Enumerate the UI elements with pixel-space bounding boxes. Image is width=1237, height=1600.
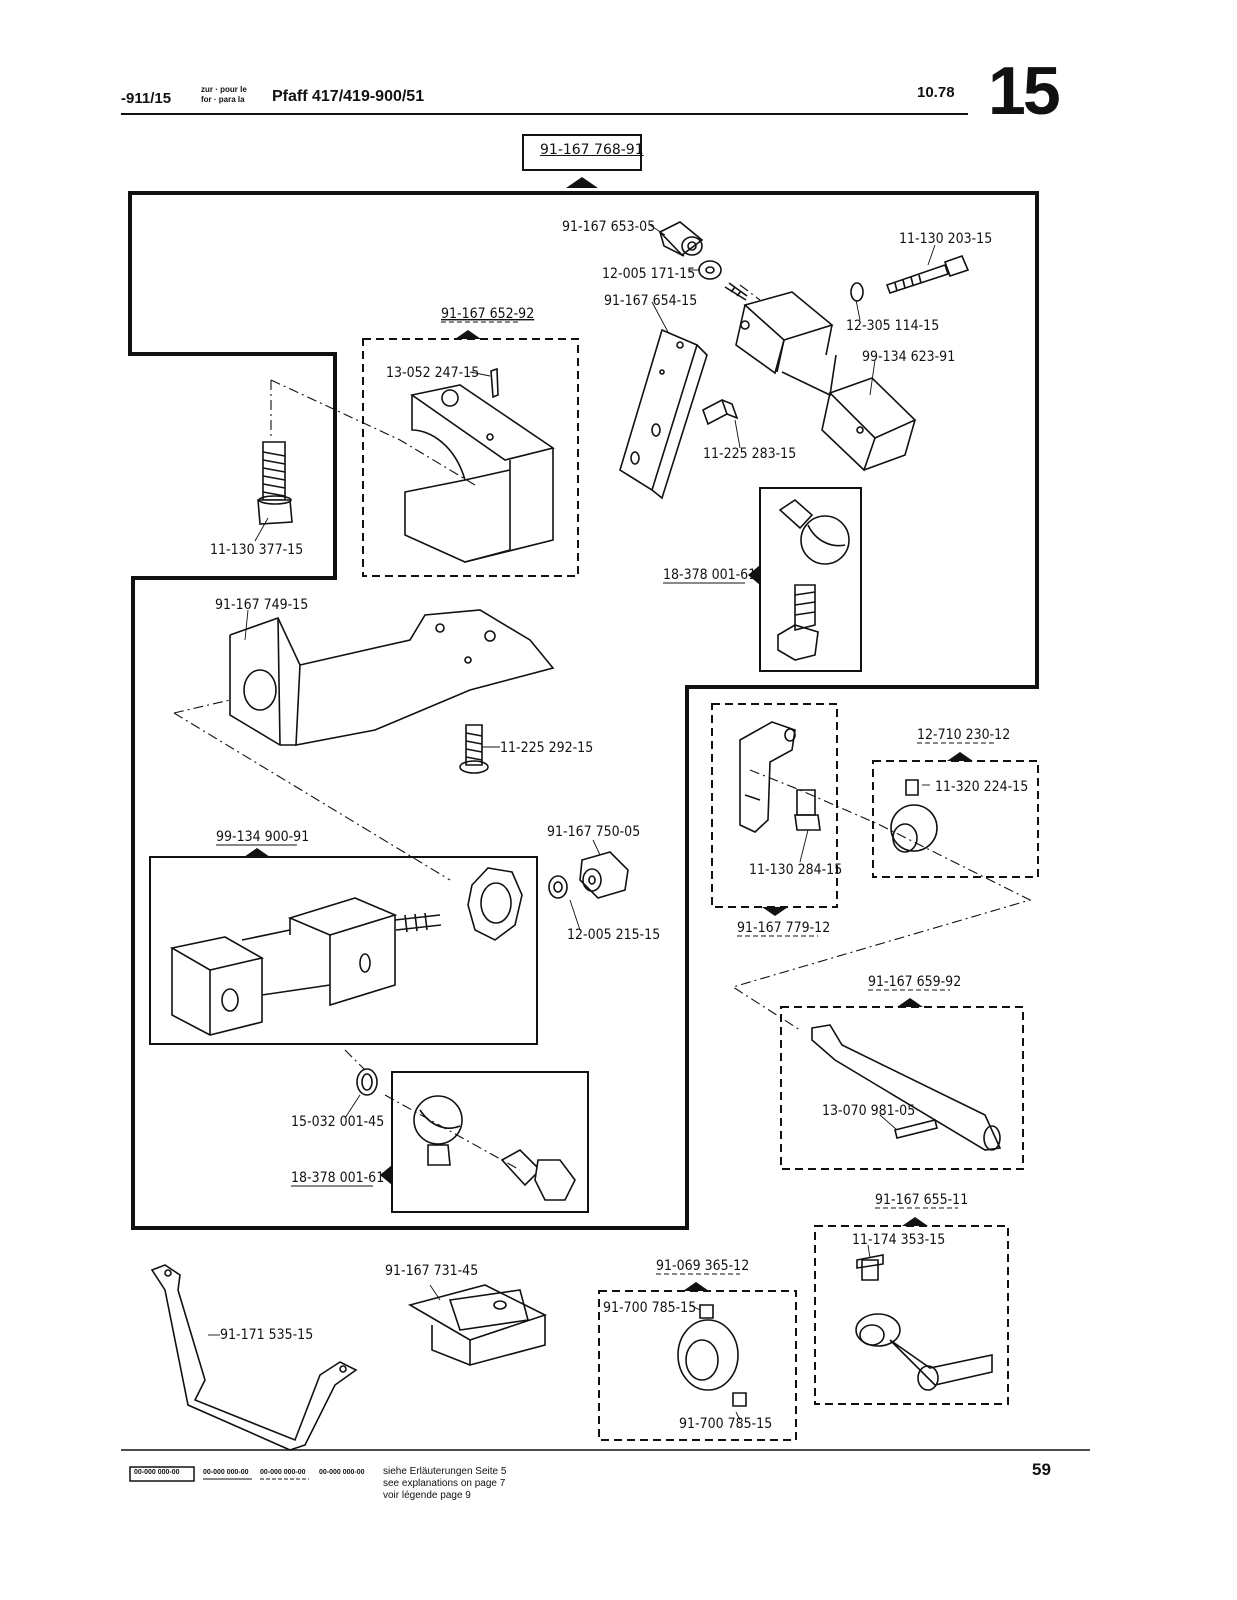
legend-item: 00-000 000-00 <box>134 1469 180 1476</box>
assembly-label: 91-167 659-92 <box>868 974 961 990</box>
screw-drawing <box>885 254 970 294</box>
bushing-drawing <box>548 851 629 899</box>
part-label: 11-225 283-15 <box>703 446 796 462</box>
assembly-label: 99-134 900-91 <box>216 829 309 845</box>
assembly-label: 91-167 655-11 <box>875 1192 968 1208</box>
bracket-drawing <box>229 609 555 746</box>
model-code: -911/15 <box>121 90 172 107</box>
part-label: 11-225 292-15 <box>500 740 593 756</box>
washer-drawing <box>850 282 864 302</box>
nut-drawing <box>698 260 722 280</box>
assembly-box-top <box>522 134 642 171</box>
part-label: 13-070 981-05 <box>822 1103 915 1119</box>
screw-drawing <box>702 398 739 426</box>
assembly-label: 18-378 001-61 <box>663 567 756 583</box>
footer-note-en: see explanations on page 7 <box>383 1478 506 1489</box>
legend-item: 00-000 000-00 <box>260 1469 306 1476</box>
part-label: 91-167 749-15 <box>215 597 308 613</box>
block-drawing <box>404 367 555 563</box>
pointer-triangle <box>566 177 598 188</box>
part-label: 91-171 535-15 <box>220 1327 313 1343</box>
assembly-label: 18-378 001-61 <box>291 1170 384 1186</box>
collar-drawing <box>890 779 938 853</box>
subassembly-box-99-134 <box>149 856 538 1045</box>
subassembly-box-655 <box>814 1225 1009 1405</box>
part-label: 12-005 215-15 <box>567 927 660 943</box>
screw-drawing <box>459 724 489 774</box>
screw-drawing <box>257 441 293 525</box>
top-assembly-number: 91-167 768-91 <box>540 142 644 158</box>
assembly-label: 12-710 230-12 <box>917 727 1010 743</box>
cylinder-drawing <box>724 282 917 472</box>
pointer-triangle <box>902 1217 928 1226</box>
section-number: 15 <box>988 53 1061 129</box>
part-label: 99-134 623-91 <box>862 349 955 365</box>
machine-title: Pfaff 417/419-900/51 <box>272 88 425 105</box>
fitting-drawing <box>413 1095 576 1201</box>
part-label: 12-305 114-15 <box>846 318 939 334</box>
fitting-drawing <box>777 498 850 661</box>
footer-note-de: siehe Erläuterungen Seite 5 <box>383 1466 507 1477</box>
pointer-triangle <box>683 1282 709 1291</box>
preposition-line-2: for · para la <box>201 95 245 104</box>
collar-drawing <box>677 1304 747 1407</box>
part-label: 12-005 171-15 <box>602 266 695 282</box>
part-label: 91-167 731-45 <box>385 1263 478 1279</box>
cylinder-drawing <box>169 867 523 1036</box>
footer-note-fr: voir légende page 9 <box>383 1490 471 1501</box>
subassembly-box-18-378-bottom <box>391 1071 589 1213</box>
pointer-triangle <box>244 848 270 857</box>
shaft-drawing <box>811 1024 1002 1151</box>
assembly-label: 91-167 779-12 <box>737 920 830 936</box>
main-assembly-outline <box>128 191 1039 1230</box>
needle-plate-drawing <box>407 1284 548 1367</box>
part-label: 91-167 654-15 <box>604 293 697 309</box>
part-label: 11-130 284-15 <box>749 862 842 878</box>
bracket-drawing <box>150 1264 358 1451</box>
part-label: 91-700 785-15 <box>603 1300 696 1316</box>
assembly-label: 91-167 652-92 <box>441 306 534 322</box>
legend-item: 00-000 000-00 <box>203 1469 249 1476</box>
pointer-triangle <box>455 330 481 339</box>
part-label: 91-167 653-05 <box>562 219 655 235</box>
lever-drawing <box>855 1254 993 1391</box>
lever-drawing <box>739 721 821 833</box>
plate-drawing <box>619 328 708 500</box>
part-label: 11-320 224-15 <box>935 779 1028 795</box>
preposition-line-1: zur · pour le <box>201 85 247 94</box>
part-label: 11-130 377-15 <box>210 542 303 558</box>
issue-date: 10.78 <box>917 84 955 101</box>
pointer-triangle <box>762 907 788 916</box>
pointer-triangle <box>947 752 973 761</box>
page-number: 59 <box>1032 1460 1051 1479</box>
part-label: 15-032 001-45 <box>291 1114 384 1130</box>
bushing-drawing <box>658 221 704 257</box>
legend-item: 00-000 000-00 <box>319 1469 365 1476</box>
legend-box-solid <box>129 1466 195 1482</box>
part-label: 13-052 247-15 <box>386 365 479 381</box>
part-label: 11-174 353-15 <box>852 1232 945 1248</box>
assembly-label: 91-069 365-12 <box>656 1258 749 1274</box>
part-label: 91-700 785-15 <box>679 1416 772 1432</box>
pointer-triangle <box>748 565 760 585</box>
pointer-triangle <box>380 1165 392 1185</box>
part-label: 11-130 203-15 <box>899 231 992 247</box>
pointer-triangle <box>897 998 923 1007</box>
part-label: 91-167 750-05 <box>547 824 640 840</box>
washer-drawing <box>356 1068 378 1096</box>
